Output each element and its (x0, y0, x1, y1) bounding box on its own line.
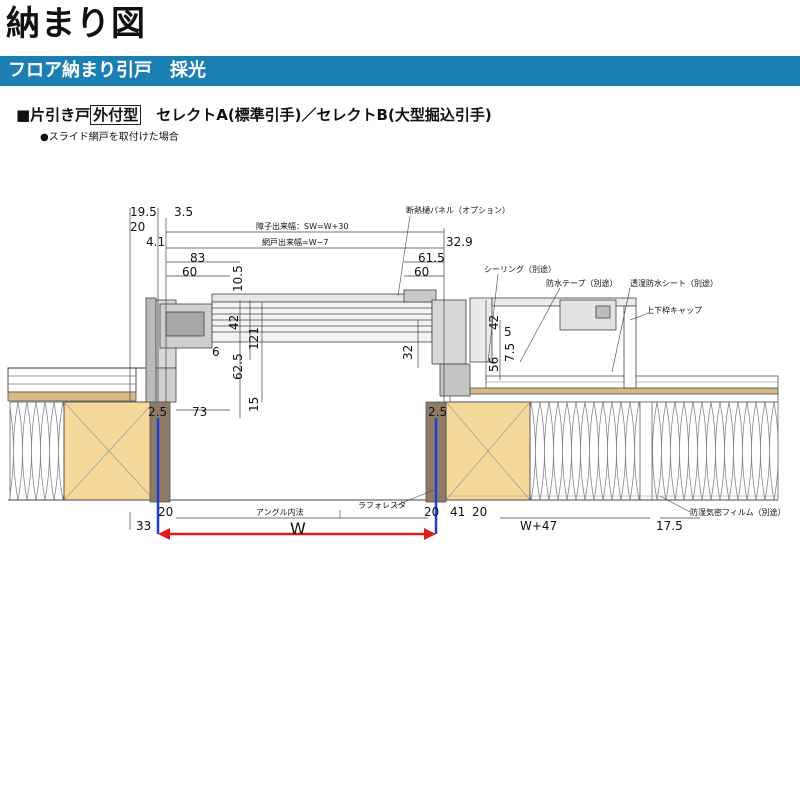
heading-prefix: ■片引き戸 (16, 106, 91, 124)
label-sealing: シーリング（別途） (484, 264, 556, 274)
dim-61-5: 61.5 (418, 251, 445, 265)
heading-rest: セレクトA(標準引手)／セレクトB(大型掘込引手) (156, 106, 492, 124)
dim-32-9: 32.9 (446, 235, 473, 249)
dim-2-5-left: 2.5 (148, 405, 167, 419)
dim-15: 15 (247, 397, 261, 412)
floor-layers (7, 367, 779, 403)
joist-left (63, 401, 155, 501)
label-lath: ラフォレスタ (358, 501, 406, 510)
width-arrow (158, 528, 436, 540)
label-waterproof-tape: 防水テープ（別途） (546, 278, 618, 288)
dim-60-left: 60 (182, 265, 197, 279)
dim-2-5-right: 2.5 (428, 405, 447, 419)
label-screen-width: 網戸出来幅=W−7 (262, 237, 328, 247)
insulation (9, 401, 779, 501)
subtitle-bar: フロア納まり引戸 採光 (0, 56, 800, 86)
heading-boxed-type: 外付型 (90, 105, 142, 125)
joist-right (445, 401, 653, 501)
dim-73: 73 (192, 405, 207, 419)
dim-60-right: 60 (414, 265, 429, 279)
label-shoji-width: 障子出来幅：SW=W+30 (256, 221, 348, 231)
dim-5: 5 (504, 325, 512, 339)
dim-42-left: 42 (227, 315, 241, 330)
label-vapor-film: 防湿気密フィルム（別途） (690, 507, 786, 517)
dim-41: 41 (450, 505, 465, 519)
dim-17-5: 17.5 (656, 519, 683, 533)
dim-20-br: 20 (424, 505, 439, 519)
dim-10-5: 10.5 (231, 265, 245, 292)
label-permeable-sheet: 透湿防水シート（別途） (630, 278, 718, 288)
angle-lines (149, 401, 447, 534)
dim-w47: W+47 (520, 519, 557, 533)
dim-56: 56 (487, 357, 501, 372)
dim-33: 33 (136, 519, 151, 533)
dim-20-bl: 20 (158, 505, 173, 519)
dim-42-right: 42 (487, 315, 501, 330)
leader-lines (339, 215, 691, 518)
dim-62-5: 62.5 (231, 353, 245, 380)
dim-121: 121 (247, 327, 261, 350)
dimension-lines (129, 208, 700, 530)
label-insulation-panel: 断熱樋パネル（オプション） (406, 205, 510, 215)
subtitle-text: フロア納まり引戸 採光 (8, 60, 206, 81)
dim-3-5: 3.5 (174, 205, 193, 219)
dim-7-5: 7.5 (503, 343, 517, 362)
label-angle-inner: アングル内法 (256, 507, 304, 517)
dim-20-far: 20 (472, 505, 487, 519)
page-title: 納まり図 (6, 4, 146, 44)
dim-83: 83 (190, 251, 205, 265)
dim-6: 6 (212, 345, 220, 359)
window-frame (145, 289, 637, 403)
dim-w: W (290, 519, 306, 538)
dim-32: 32 (401, 345, 415, 360)
section-heading: ■片引き戸外付型 セレクトA(標準引手)／セレクトB(大型掘込引手) (16, 104, 492, 125)
dim-20-top: 20 (130, 220, 145, 234)
dim-19-5: 19.5 (130, 205, 157, 219)
note-text: ●スライド網戸を取付けた場合 (40, 132, 179, 143)
label-frame-cap: 上下枠キャップ (646, 305, 702, 315)
dim-4-1: 4.1 (146, 235, 165, 249)
